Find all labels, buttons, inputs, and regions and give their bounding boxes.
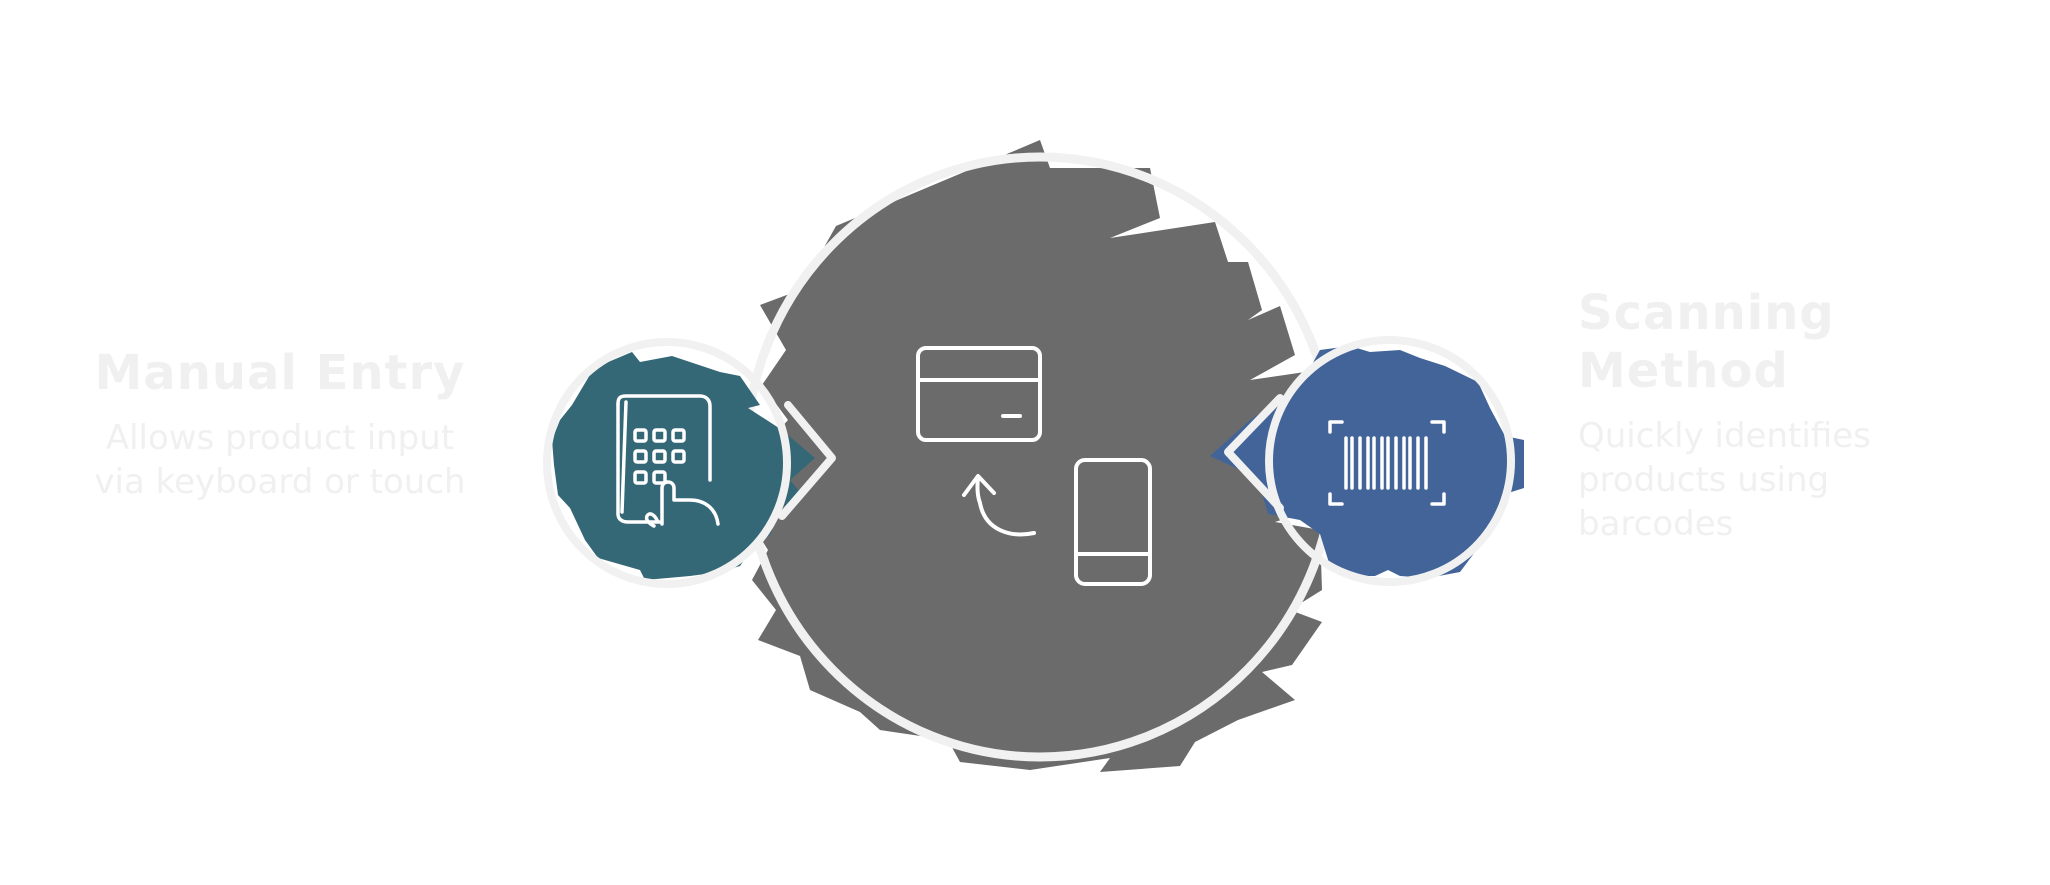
scanning-method-title-line: Method bbox=[1578, 343, 1789, 399]
scanning-method-node bbox=[1210, 336, 1524, 586]
manual-to-center-arrow bbox=[778, 401, 836, 520]
manual-entry-label: Manual Entry Allows product input via ke… bbox=[60, 344, 500, 504]
scanning-method-title: Scanning Method bbox=[1578, 284, 2018, 400]
manual-entry-node bbox=[543, 338, 815, 588]
scanning-method-description: Quickly identifies products using barcod… bbox=[1578, 414, 2018, 546]
manual-entry-description-line: via keyboard or touch bbox=[94, 462, 466, 502]
connector-arrows bbox=[778, 394, 1284, 520]
manual-entry-description-line: Allows product input bbox=[105, 418, 455, 458]
scanning-method-node-outline bbox=[1265, 336, 1515, 586]
center-node-fill bbox=[746, 140, 1322, 772]
scanning-method-description-line: barcodes bbox=[1578, 504, 1734, 544]
scanning-method-title-line: Scanning bbox=[1578, 285, 1835, 341]
manual-entry-node-outline bbox=[543, 338, 791, 588]
keypad-touch-icon bbox=[616, 394, 720, 528]
scanning-method-description-line: Quickly identifies bbox=[1578, 416, 1871, 456]
barcode-scan-icon bbox=[1328, 420, 1446, 506]
scanning-method-description-line: products using bbox=[1578, 460, 1830, 500]
scanning-method-label: Scanning Method Quickly identifies produ… bbox=[1578, 284, 2018, 546]
manual-entry-title: Manual Entry bbox=[94, 345, 466, 401]
card-and-phone-payment-icon bbox=[916, 346, 1152, 586]
scanning-to-center-arrow bbox=[1224, 394, 1284, 512]
manual-entry-description: Allows product input via keyboard or tou… bbox=[60, 416, 500, 504]
